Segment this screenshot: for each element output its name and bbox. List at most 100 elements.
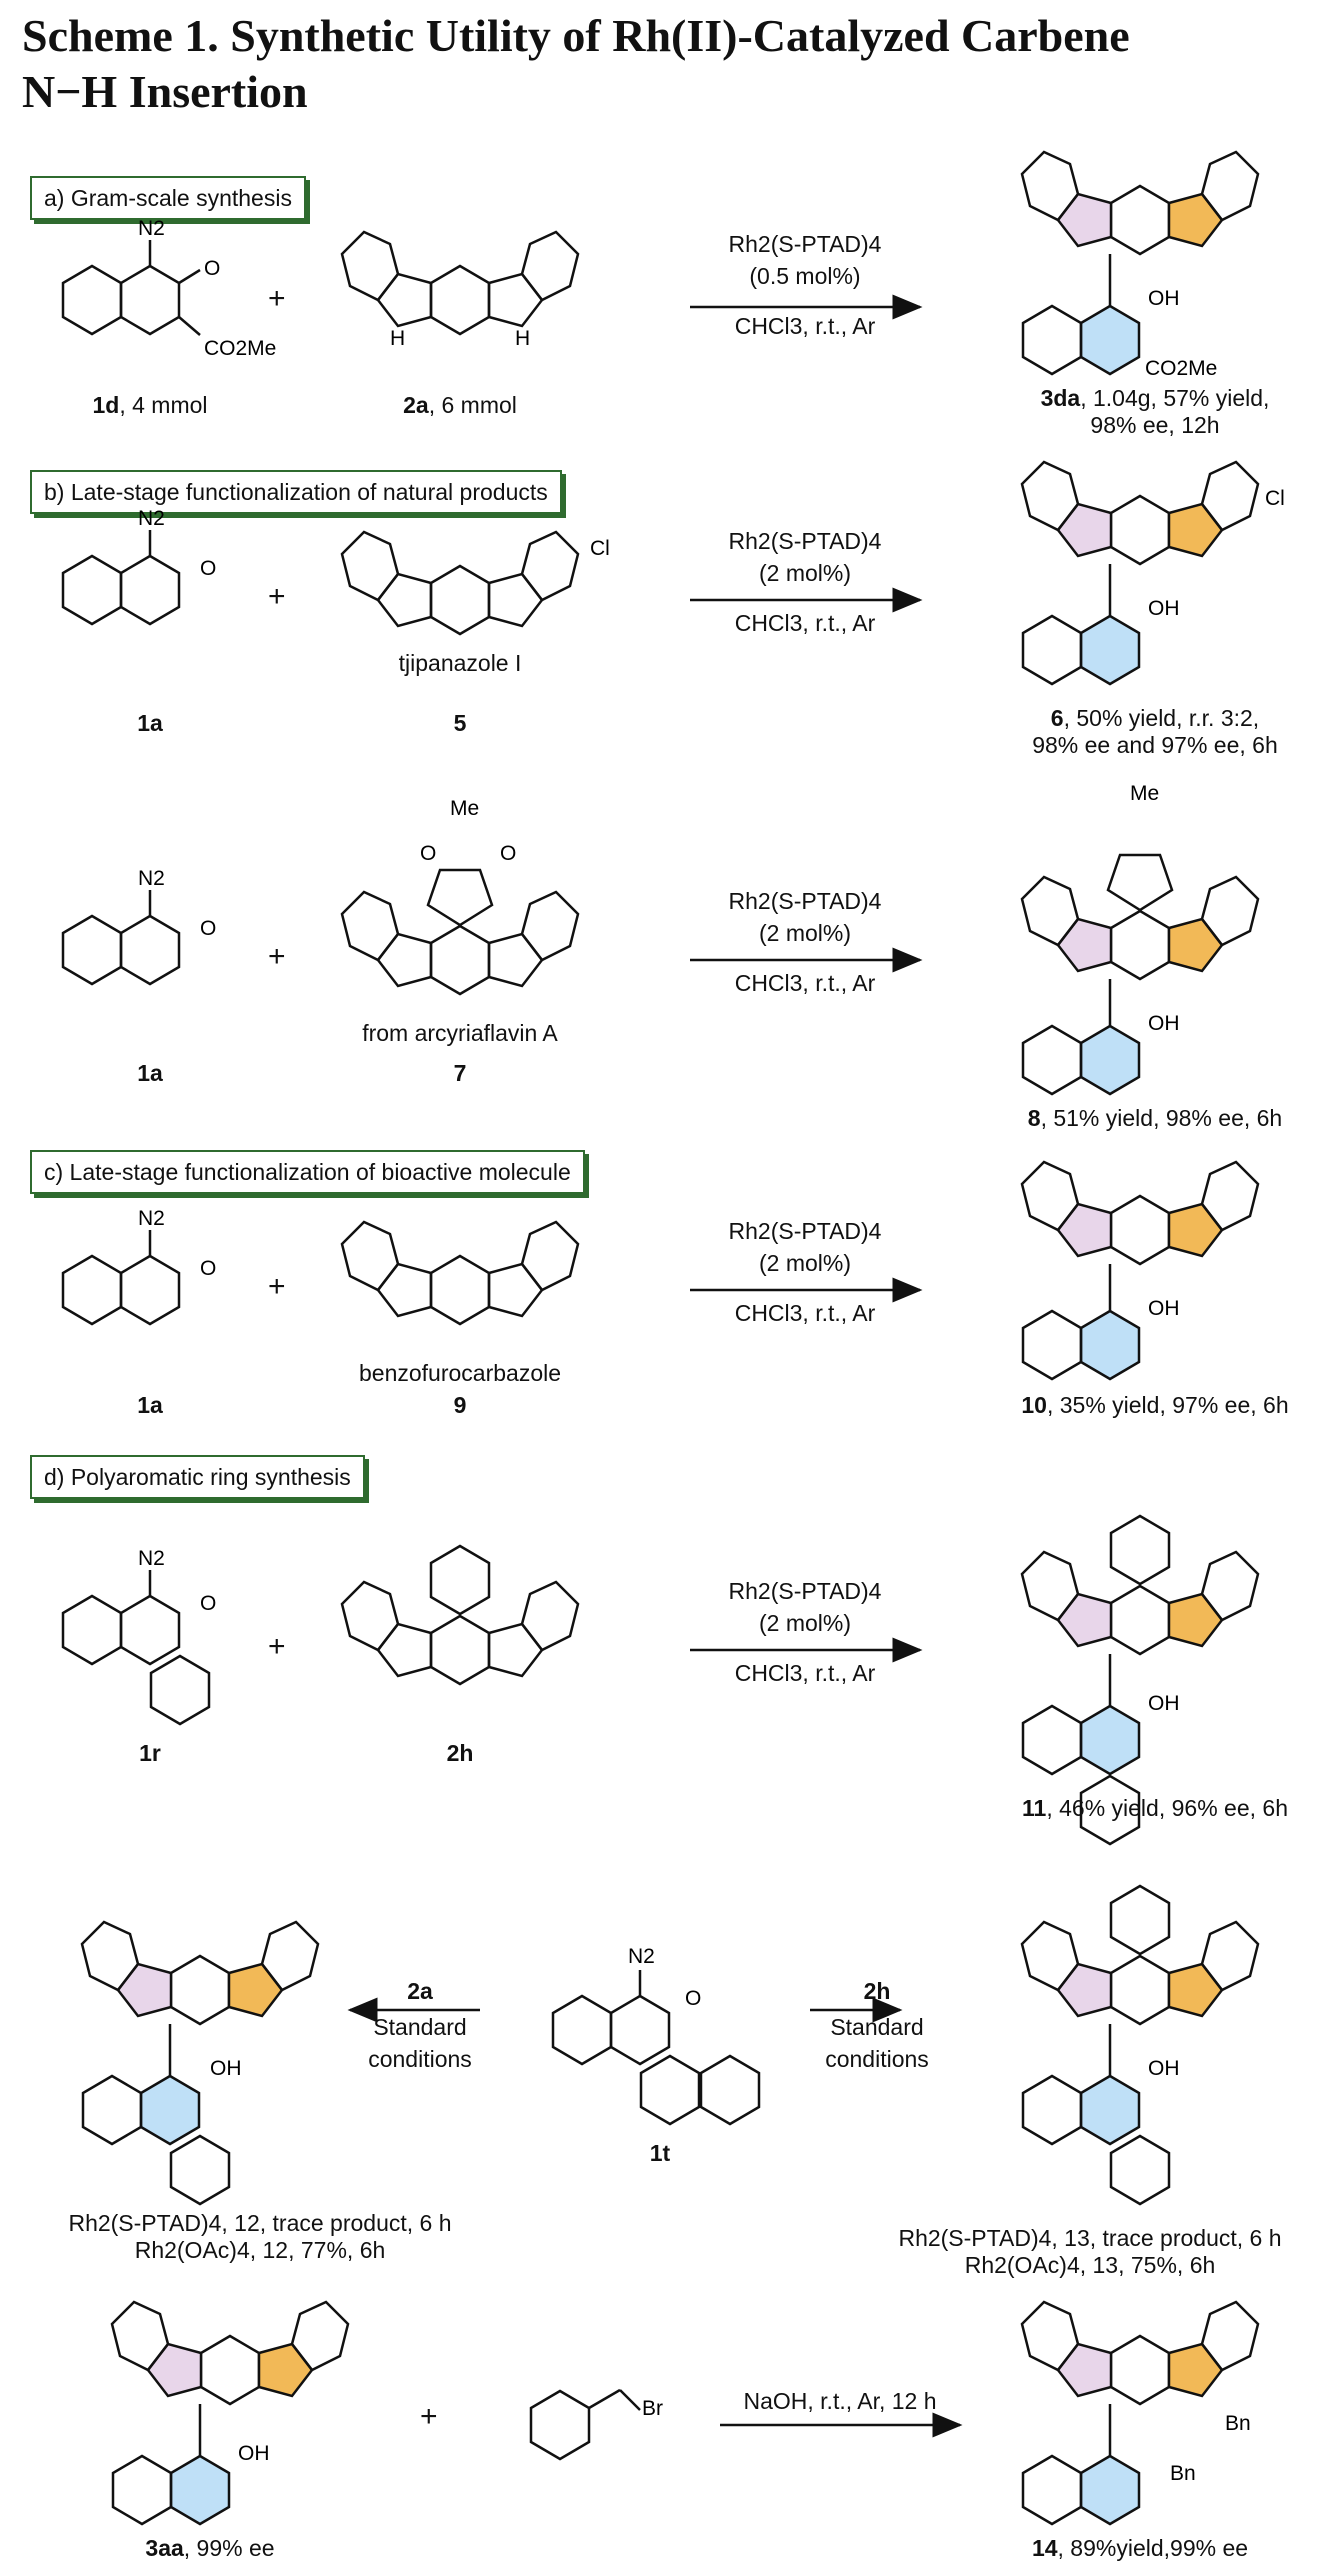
benzyl-bromide	[529, 2388, 641, 2461]
product-3da	[1020, 150, 1260, 376]
atom-o-imide-r: O	[500, 842, 516, 865]
diazo-1a-b1	[61, 530, 181, 626]
conditions-c: Rh2(S-PTAD)4 (2 mol%) CHCl3, r.t., Ar	[728, 1218, 882, 1326]
product-12	[80, 1920, 320, 2206]
atom-oh: OH	[1148, 287, 1180, 310]
atom-o-1t: O	[685, 1987, 701, 2010]
title-line-2: N−H Insertion	[22, 66, 308, 117]
label-6: 6, 50% yield, r.r. 3:2, 98% ee and 97% e…	[1032, 705, 1278, 758]
label-benzofurocarbazole: benzofurocarbazole	[358, 1360, 562, 1386]
plus-c: +	[268, 1270, 286, 1303]
product-14	[1020, 2300, 1260, 2526]
substrate-3aa	[110, 2300, 350, 2526]
conditions-b2: Rh2(S-PTAD)4 (2 mol%) CHCl3, r.t., Ar	[728, 888, 882, 996]
label-1a-b2: 1a	[137, 1060, 163, 1086]
conditions-last: NaOH, r.t., Ar, 12 h	[743, 2388, 937, 2414]
atom-me-8: Me	[1130, 782, 1159, 805]
conditions-d: Rh2(S-PTAD)4 (2 mol%) CHCl3, r.t., Ar	[728, 1578, 882, 1686]
product-13	[1020, 1884, 1260, 2206]
atom-oh-8: OH	[1148, 1012, 1180, 1035]
product-10	[1020, 1160, 1260, 1381]
label-9: 9	[453, 1392, 467, 1418]
solvent-a: CHCl3, r.t., Ar	[734, 313, 876, 339]
loading-a: (0.5 mol%)	[749, 263, 861, 289]
diazo-1a-b2	[61, 890, 181, 986]
atom-o: O	[204, 257, 220, 280]
label-1t: 1t	[649, 2140, 671, 2166]
atom-n2-b2: N2	[138, 867, 165, 890]
atom-oh-6: OH	[1148, 597, 1180, 620]
product-6	[1020, 460, 1260, 686]
section-d-header: d) Polyaromatic ring synthesis	[30, 1455, 365, 1499]
label-2h: 2h	[446, 1740, 474, 1766]
plus-a: +	[268, 282, 286, 315]
atom-o-c: O	[200, 1257, 216, 1280]
atom-bn-o: Bn	[1170, 2462, 1196, 2485]
label-1a-b1: 1a	[137, 710, 163, 736]
atom-o-b1: O	[200, 557, 216, 580]
label-arcyriaflavin: from arcyriaflavin A	[362, 1020, 558, 1046]
indolocarbazole-2h	[340, 1544, 580, 1686]
atom-n2-d: N2	[138, 1547, 165, 1570]
conditions-1t-left: 2a Standard conditions	[368, 1978, 472, 2072]
atom-oh-3aa: OH	[238, 2442, 270, 2465]
atom-o-d: O	[200, 1592, 216, 1615]
atom-n2-c: N2	[138, 1207, 165, 1230]
scheme-title: Scheme 1. Synthetic Utility of Rh(II)-Ca…	[22, 8, 1312, 120]
result-12: Rh2(S-PTAD)4, 12, trace product, 6 h Rh2…	[68, 2210, 452, 2263]
atom-n2: N2	[138, 217, 165, 240]
diazo-1t	[551, 1970, 761, 2126]
label-10: 10, 35% yield, 97% ee, 6h	[1021, 1392, 1289, 1418]
diazo-1r	[61, 1570, 211, 1726]
result-13: Rh2(S-PTAD)4, 13, trace product, 6 h Rh2…	[898, 2225, 1282, 2278]
conditions-b1: Rh2(S-PTAD)4 (2 mol%) CHCl3, r.t., Ar	[728, 528, 882, 636]
label-7: 7	[453, 1060, 467, 1086]
catalyst-a: Rh2(S-PTAD)4	[728, 231, 882, 257]
title-line-1: Scheme 1. Synthetic Utility of Rh(II)-Ca…	[22, 10, 1130, 61]
plus-last: +	[420, 2400, 438, 2433]
atom-cl: Cl	[590, 537, 610, 560]
label-1a-c: 1a	[137, 1392, 163, 1418]
tjipanazole-5	[340, 530, 580, 636]
indolocarbazole-2a	[340, 230, 580, 336]
conditions-1t-right: 2h Standard conditions	[825, 1978, 929, 2072]
label-5: 5	[453, 710, 467, 736]
atom-oh-13: OH	[1148, 2057, 1180, 2080]
diazo-1d	[61, 240, 201, 336]
atom-n2-1t: N2	[628, 1945, 655, 1968]
conditions-a: Rh2(S-PTAD)4 (0.5 mol%) CHCl3, r.t., Ar	[690, 228, 920, 342]
label-3aa: 3aa, 99% ee	[145, 2535, 275, 2561]
atom-oh-12: OH	[210, 2057, 242, 2080]
atom-n2-b1: N2	[138, 507, 165, 530]
label-1r: 1r	[139, 1740, 161, 1766]
label-1d: 1d, 4 mmol	[92, 392, 208, 418]
benzofurocarbazole-9	[340, 1220, 580, 1326]
label-2a: 2a, 6 mmol	[403, 392, 517, 418]
label-8: 8, 51% yield, 98% ee, 6h	[1027, 1105, 1283, 1131]
atom-bn-n: Bn	[1225, 2412, 1251, 2435]
diazo-1a-c	[61, 1230, 181, 1326]
plus-d: +	[268, 1630, 286, 1663]
section-c-header: c) Late-stage functionalization of bioac…	[30, 1150, 585, 1194]
arcyriaflavin-7	[340, 868, 580, 996]
atom-me: Me	[450, 797, 479, 820]
atom-oh-10: OH	[1148, 1297, 1180, 1320]
atom-br: Br	[642, 2397, 663, 2420]
section-b-header: b) Late-stage functionalization of natur…	[30, 470, 562, 514]
plus-b1: +	[268, 580, 286, 613]
atom-o-imide-l: O	[420, 842, 436, 865]
atom-co2me: CO2Me	[204, 337, 276, 360]
product-11	[1020, 1514, 1260, 1846]
label-tjipanazole: tjipanazole I	[398, 650, 522, 676]
atom-co2me-product: CO2Me	[1145, 357, 1217, 380]
atom-nh-right: H	[515, 327, 530, 350]
atom-cl-product: Cl	[1265, 487, 1285, 510]
atom-nh-left: H	[390, 327, 405, 350]
plus-b2: +	[268, 940, 286, 973]
section-a-header: a) Gram-scale synthesis	[30, 176, 306, 220]
label-3da: 3da, 1.04g, 57% yield, 98% ee, 12h	[1040, 385, 1270, 438]
atom-oh-11: OH	[1148, 1692, 1180, 1715]
atom-o-b2: O	[200, 917, 216, 940]
label-11: 11, 46% yield, 96% ee, 6h	[1022, 1795, 1288, 1821]
